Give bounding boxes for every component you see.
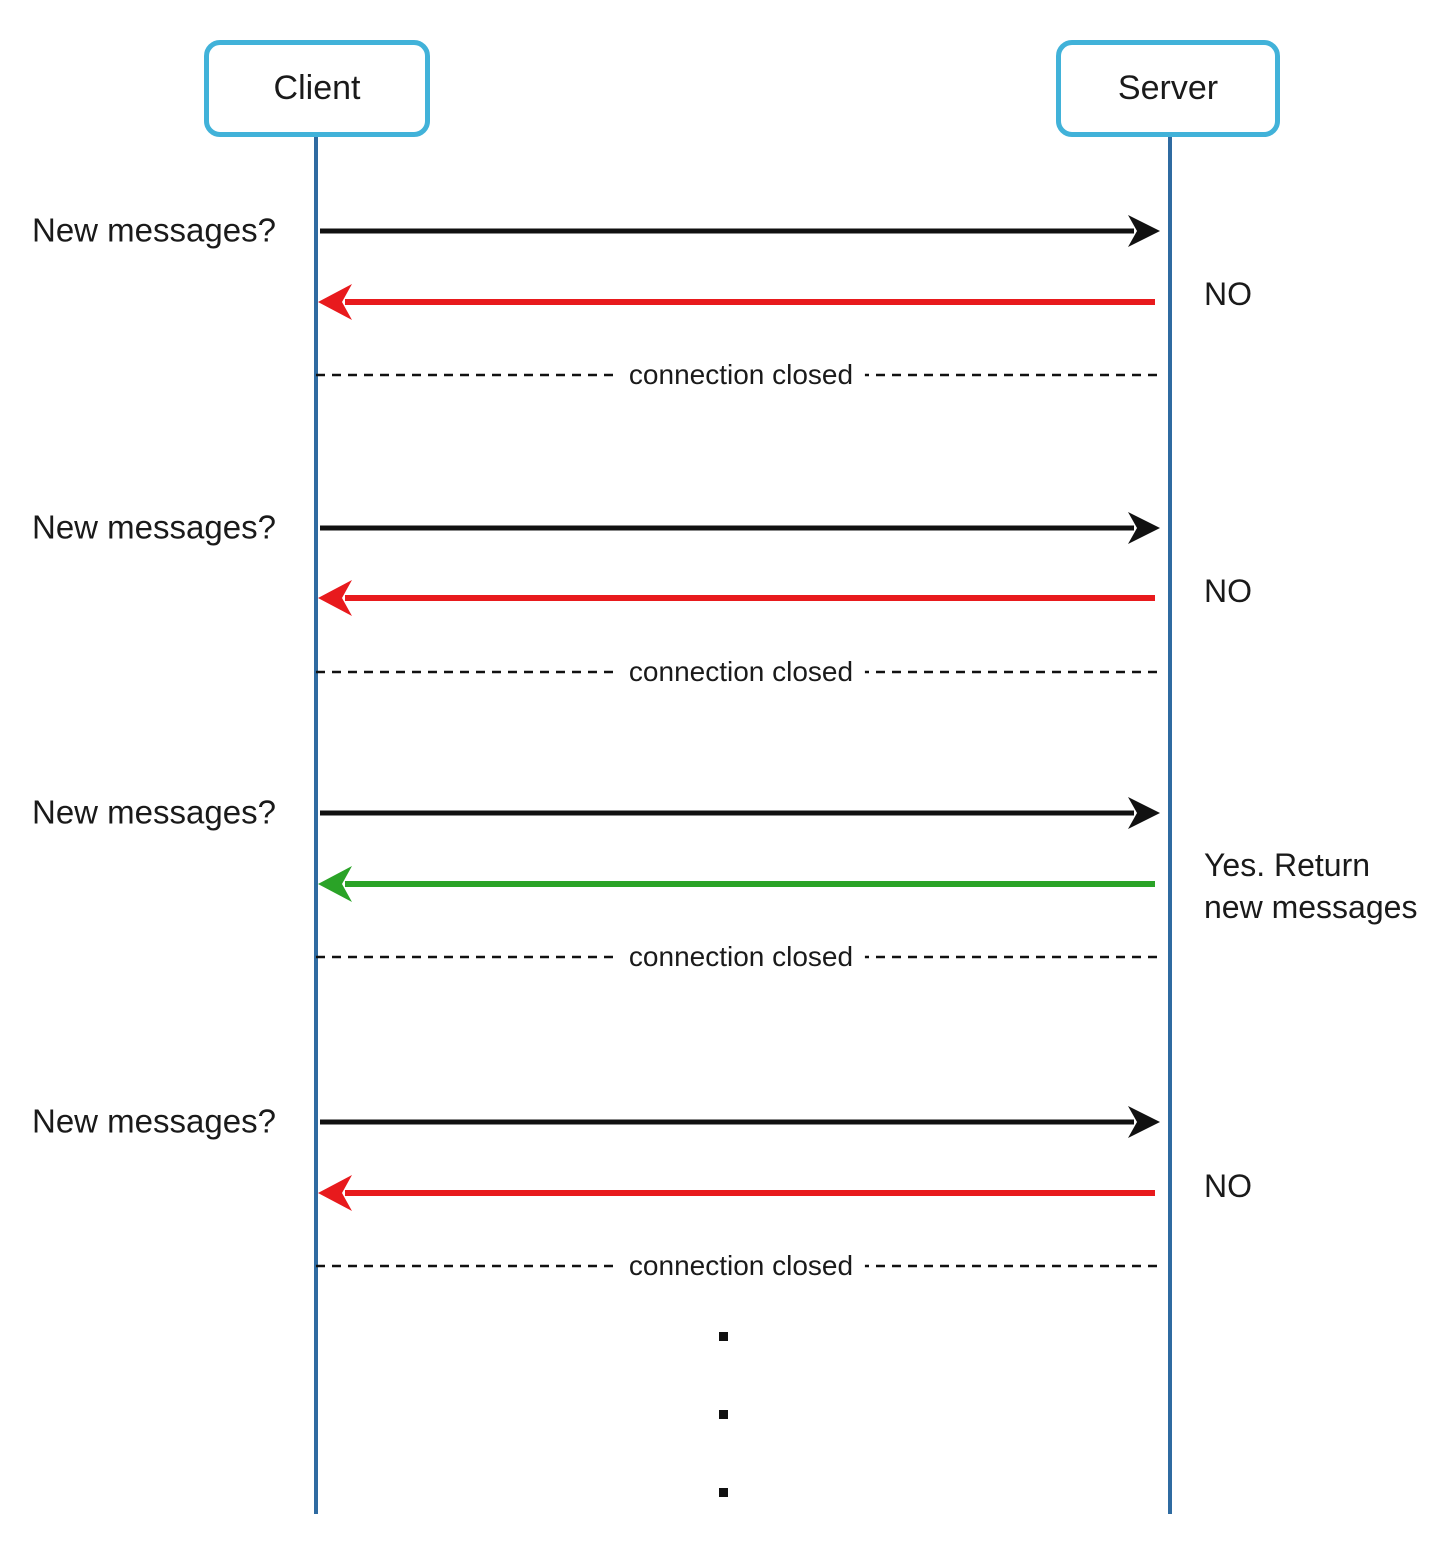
actor-label-server: Server [1117, 69, 1219, 107]
interaction-2 [316, 512, 1162, 674]
connection-closed-label-3: connection closed [616, 939, 866, 975]
response-label-3: Yes. Return new messages [1204, 846, 1418, 925]
ellipsis-dot [719, 1488, 728, 1497]
actor-label-client: Client [273, 69, 361, 107]
ellipsis-dot [719, 1410, 728, 1419]
response-arrowhead-icon [318, 1175, 352, 1211]
request-arrowhead-icon [1128, 215, 1160, 247]
request-arrowhead-icon [1128, 512, 1160, 544]
interaction-1 [316, 215, 1162, 377]
actor-box-client: Client [204, 40, 430, 137]
request-label-4: New messages? [32, 1102, 276, 1140]
connection-closed-label-4: connection closed [616, 1248, 866, 1284]
request-label-2: New messages? [32, 508, 276, 546]
ellipsis-dot [719, 1332, 728, 1341]
request-label-1: New messages? [32, 211, 276, 249]
response-arrowhead-icon [318, 284, 352, 320]
actor-box-server: Server [1056, 40, 1280, 137]
connection-closed-label-2: connection closed [616, 654, 866, 690]
request-label-3: New messages? [32, 793, 276, 831]
response-label-2: NO [1204, 573, 1252, 609]
vertical-ellipsis [719, 1332, 728, 1497]
response-label-4: NO [1204, 1168, 1252, 1204]
request-arrowhead-icon [1128, 1106, 1160, 1138]
request-arrowhead-icon [1128, 797, 1160, 829]
interaction-3 [316, 797, 1162, 959]
connection-closed-label-1: connection closed [616, 357, 866, 393]
response-label-1: NO [1204, 276, 1252, 312]
response-arrowhead-icon [318, 866, 352, 902]
interaction-4 [316, 1106, 1162, 1268]
response-arrowhead-icon [318, 580, 352, 616]
